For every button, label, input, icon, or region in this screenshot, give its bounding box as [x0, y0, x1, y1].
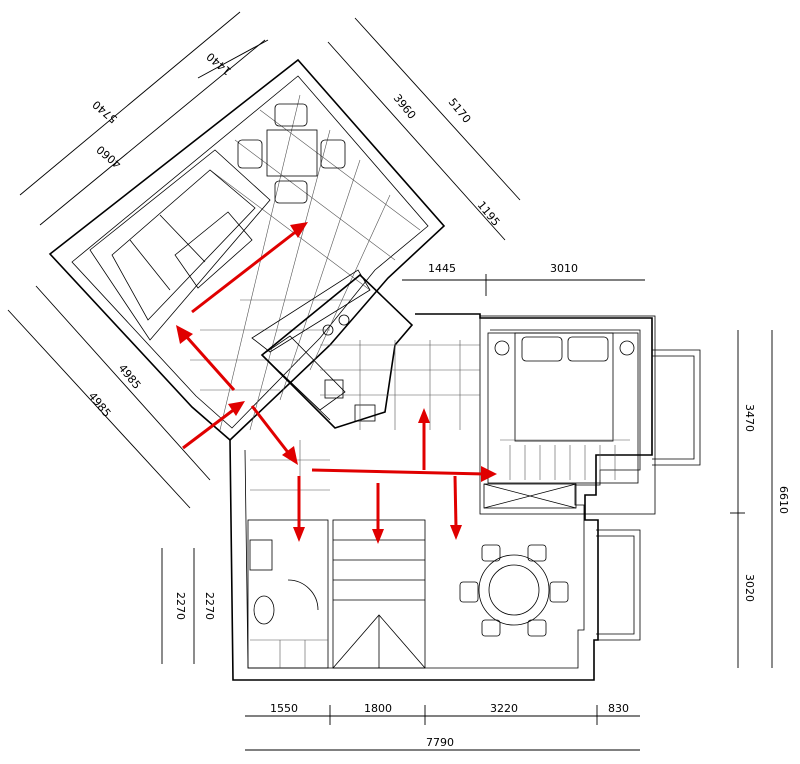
arrow-to-sofa	[176, 325, 236, 391]
dim-4060: 4060	[94, 143, 124, 171]
dim-1445: 1445	[428, 262, 456, 275]
dim-1440: 1440	[204, 50, 234, 78]
round-dining-table	[459, 544, 569, 637]
dim-3220: 3220	[490, 702, 518, 715]
wardrobe	[483, 483, 577, 509]
main-house-walls	[229, 313, 656, 681]
dim-5170: 5170	[446, 96, 474, 126]
dim-2270-b: 2270	[203, 592, 216, 620]
arrow-to-bedroom	[311, 466, 497, 482]
arrow-up-kitchen	[418, 408, 430, 470]
dim-4985-a: 4985	[116, 362, 144, 392]
kitchen-counter	[260, 273, 414, 429]
arrow-from-entry	[182, 401, 245, 450]
dim-4985-b: 4985	[86, 390, 114, 420]
toilet	[253, 595, 275, 625]
dim-1195: 1195	[475, 199, 503, 229]
dim-5740: 5740	[90, 98, 120, 126]
dim-3010: 3010	[550, 262, 578, 275]
dim-6610: 6610	[777, 486, 790, 514]
staircase	[332, 519, 426, 669]
dining-table-top	[237, 103, 346, 204]
dim-3020: 3020	[743, 574, 756, 602]
bed	[514, 332, 614, 442]
dim-3470: 3470	[743, 404, 756, 432]
wash-basin	[249, 539, 273, 571]
right-balconies	[596, 349, 701, 641]
dim-2270-a: 2270	[174, 592, 187, 620]
hallway-tiles	[250, 340, 480, 520]
dim-830: 830	[608, 702, 629, 715]
arrow-down-hall	[250, 405, 298, 465]
dimension-lines	[7, 11, 773, 751]
dimension-labels: 5740 4060 1440 5170 3960 1195 1445 3010 …	[86, 50, 790, 749]
bedroom	[483, 332, 639, 509]
dim-1800: 1800	[364, 702, 392, 715]
rotated-wing	[48, 58, 446, 442]
coffee-table	[174, 211, 253, 289]
arrow-to-stair	[372, 483, 384, 544]
circulation-arrows	[176, 222, 497, 544]
dim-1550: 1550	[270, 702, 298, 715]
arrow-to-dining-room	[450, 475, 462, 540]
arrow-to-bathroom	[293, 476, 305, 542]
bedroom-frame	[479, 315, 656, 515]
bedroom-floorboards	[500, 439, 630, 480]
bathroom	[247, 519, 329, 669]
dim-7790: 7790	[426, 736, 454, 749]
sofa	[89, 149, 271, 341]
arrow-to-dining	[191, 222, 308, 314]
kitchen	[260, 273, 414, 429]
rotated-wing-outer-wall	[48, 58, 446, 442]
